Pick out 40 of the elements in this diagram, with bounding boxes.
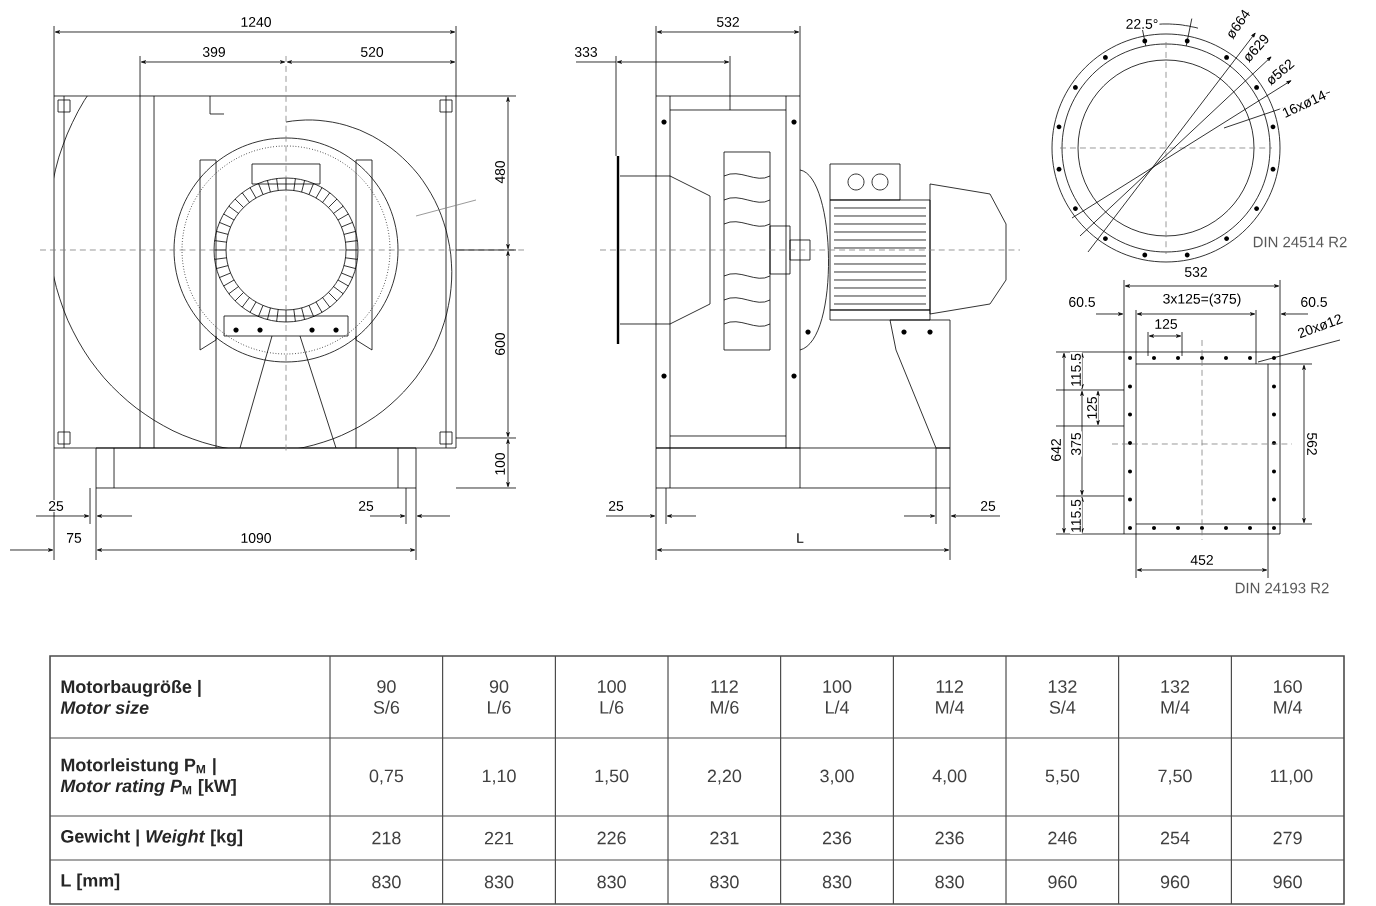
- table-value: 3,00: [820, 769, 854, 785]
- row-header: Gewicht | Weight [kg]: [61, 829, 243, 847]
- table-value: 11,00: [1271, 769, 1313, 785]
- table-value: 90 S/6: [373, 680, 400, 714]
- table-value: 960: [1273, 875, 1302, 889]
- table-value: 226: [597, 831, 626, 845]
- table-value: 830: [822, 875, 852, 889]
- table-value: 90 L/6: [488, 680, 511, 714]
- table-value: 1,50: [595, 769, 629, 785]
- table-value: 5,50: [1045, 769, 1080, 785]
- table-value: 246: [1048, 831, 1077, 845]
- table-value: 160 M/4: [1274, 680, 1302, 714]
- table-value: 0,75: [369, 769, 404, 785]
- table-value: 1,10: [482, 769, 516, 785]
- table-value: 830: [484, 875, 514, 889]
- table-value: 132 S/4: [1048, 680, 1077, 714]
- table-value: 100 L/6: [598, 680, 626, 714]
- table-value: 236: [935, 831, 964, 845]
- row-header: Motorbaugröße | Motor size: [60, 679, 201, 715]
- table-value: 830: [935, 875, 964, 889]
- table-value: 7,50: [1158, 769, 1192, 785]
- table-value: 112 M/4: [936, 680, 964, 714]
- table-value: 112 M/6: [710, 680, 739, 714]
- table-value: 221: [484, 831, 514, 845]
- table-value: 254: [1160, 831, 1190, 845]
- table-value: 830: [372, 875, 401, 889]
- table-value: 100 L/4: [823, 680, 852, 714]
- table-value: 2,20: [707, 769, 742, 785]
- table-value: 279: [1273, 831, 1302, 845]
- table-value: 830: [597, 875, 626, 889]
- row-header: Motorleistung P$_{M}$ | Motor rating P$_{M}$ [kW]: [60, 758, 236, 796]
- table-value: 4,00: [932, 769, 967, 785]
- table-value: 960: [1048, 875, 1077, 889]
- table-value: 236: [822, 831, 852, 845]
- table-value: 218: [372, 831, 401, 845]
- table-value: 132 M/4: [1161, 680, 1190, 714]
- table-value: 231: [710, 831, 739, 845]
- row-header: L [mm]: [61, 873, 120, 891]
- table-value: 960: [1160, 875, 1190, 889]
- table-value: 830: [710, 875, 739, 889]
